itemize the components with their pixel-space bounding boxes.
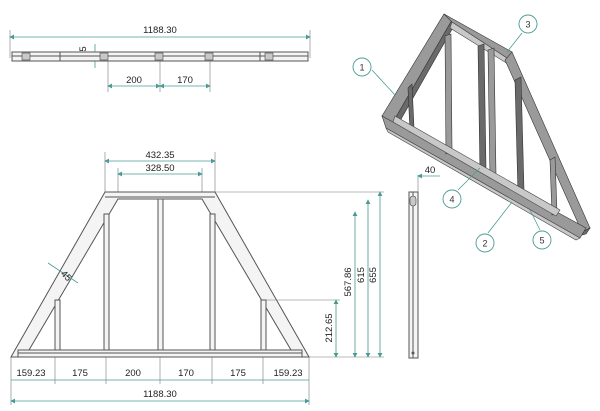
vertical-post — [103, 213, 110, 351]
front-overall-length: 1188.30 — [143, 389, 177, 400]
front-height-1: 567.86 — [343, 267, 354, 296]
callout-3-label: 3 — [525, 20, 530, 30]
top-thickness: 5 — [78, 46, 89, 51]
side-view: 40 — [408, 165, 440, 359]
top-gap-right: 170 — [177, 75, 193, 86]
callout-2-label: 2 — [482, 239, 487, 249]
front-top-outer: 432.35 — [145, 150, 174, 161]
vertical-post — [157, 198, 164, 351]
side-width: 40 — [425, 165, 436, 176]
callout-2 — [475, 233, 495, 253]
bottom-seg-5: 175 — [230, 368, 246, 379]
callout-1 — [352, 57, 372, 77]
bottom-seg-4: 170 — [178, 368, 194, 379]
callout-4 — [442, 189, 462, 209]
callout-5 — [532, 230, 552, 250]
front-view: 432.35 328.50 45 212.65 567.86 615 655 — [10, 150, 384, 405]
top-gap-center: 200 — [126, 75, 142, 86]
bottom-seg-6: 159.23 — [273, 368, 302, 379]
callout-3 — [518, 14, 538, 34]
vertical-post — [260, 299, 267, 351]
callout-5-label: 5 — [539, 236, 544, 246]
front-top-inner: 328.50 — [145, 163, 174, 174]
callout-4-label: 4 — [449, 195, 454, 205]
bottom-seg-1: 159.23 — [16, 368, 45, 379]
vertical-post — [54, 299, 61, 351]
bottom-seg-3: 200 — [125, 368, 141, 379]
vertical-post — [209, 213, 216, 351]
top-view: 1188.30 5 200 170 — [9, 25, 311, 92]
front-height-3: 655 — [368, 267, 379, 283]
front-height-low: 212.65 — [324, 313, 335, 342]
callout-1-label: 1 — [359, 63, 364, 73]
top-overall-length: 1188.30 — [143, 25, 177, 36]
bottom-seg-2: 175 — [72, 368, 88, 379]
front-height-2: 615 — [356, 267, 367, 283]
isometric-view: 1 2 3 4 5 — [352, 13, 591, 253]
